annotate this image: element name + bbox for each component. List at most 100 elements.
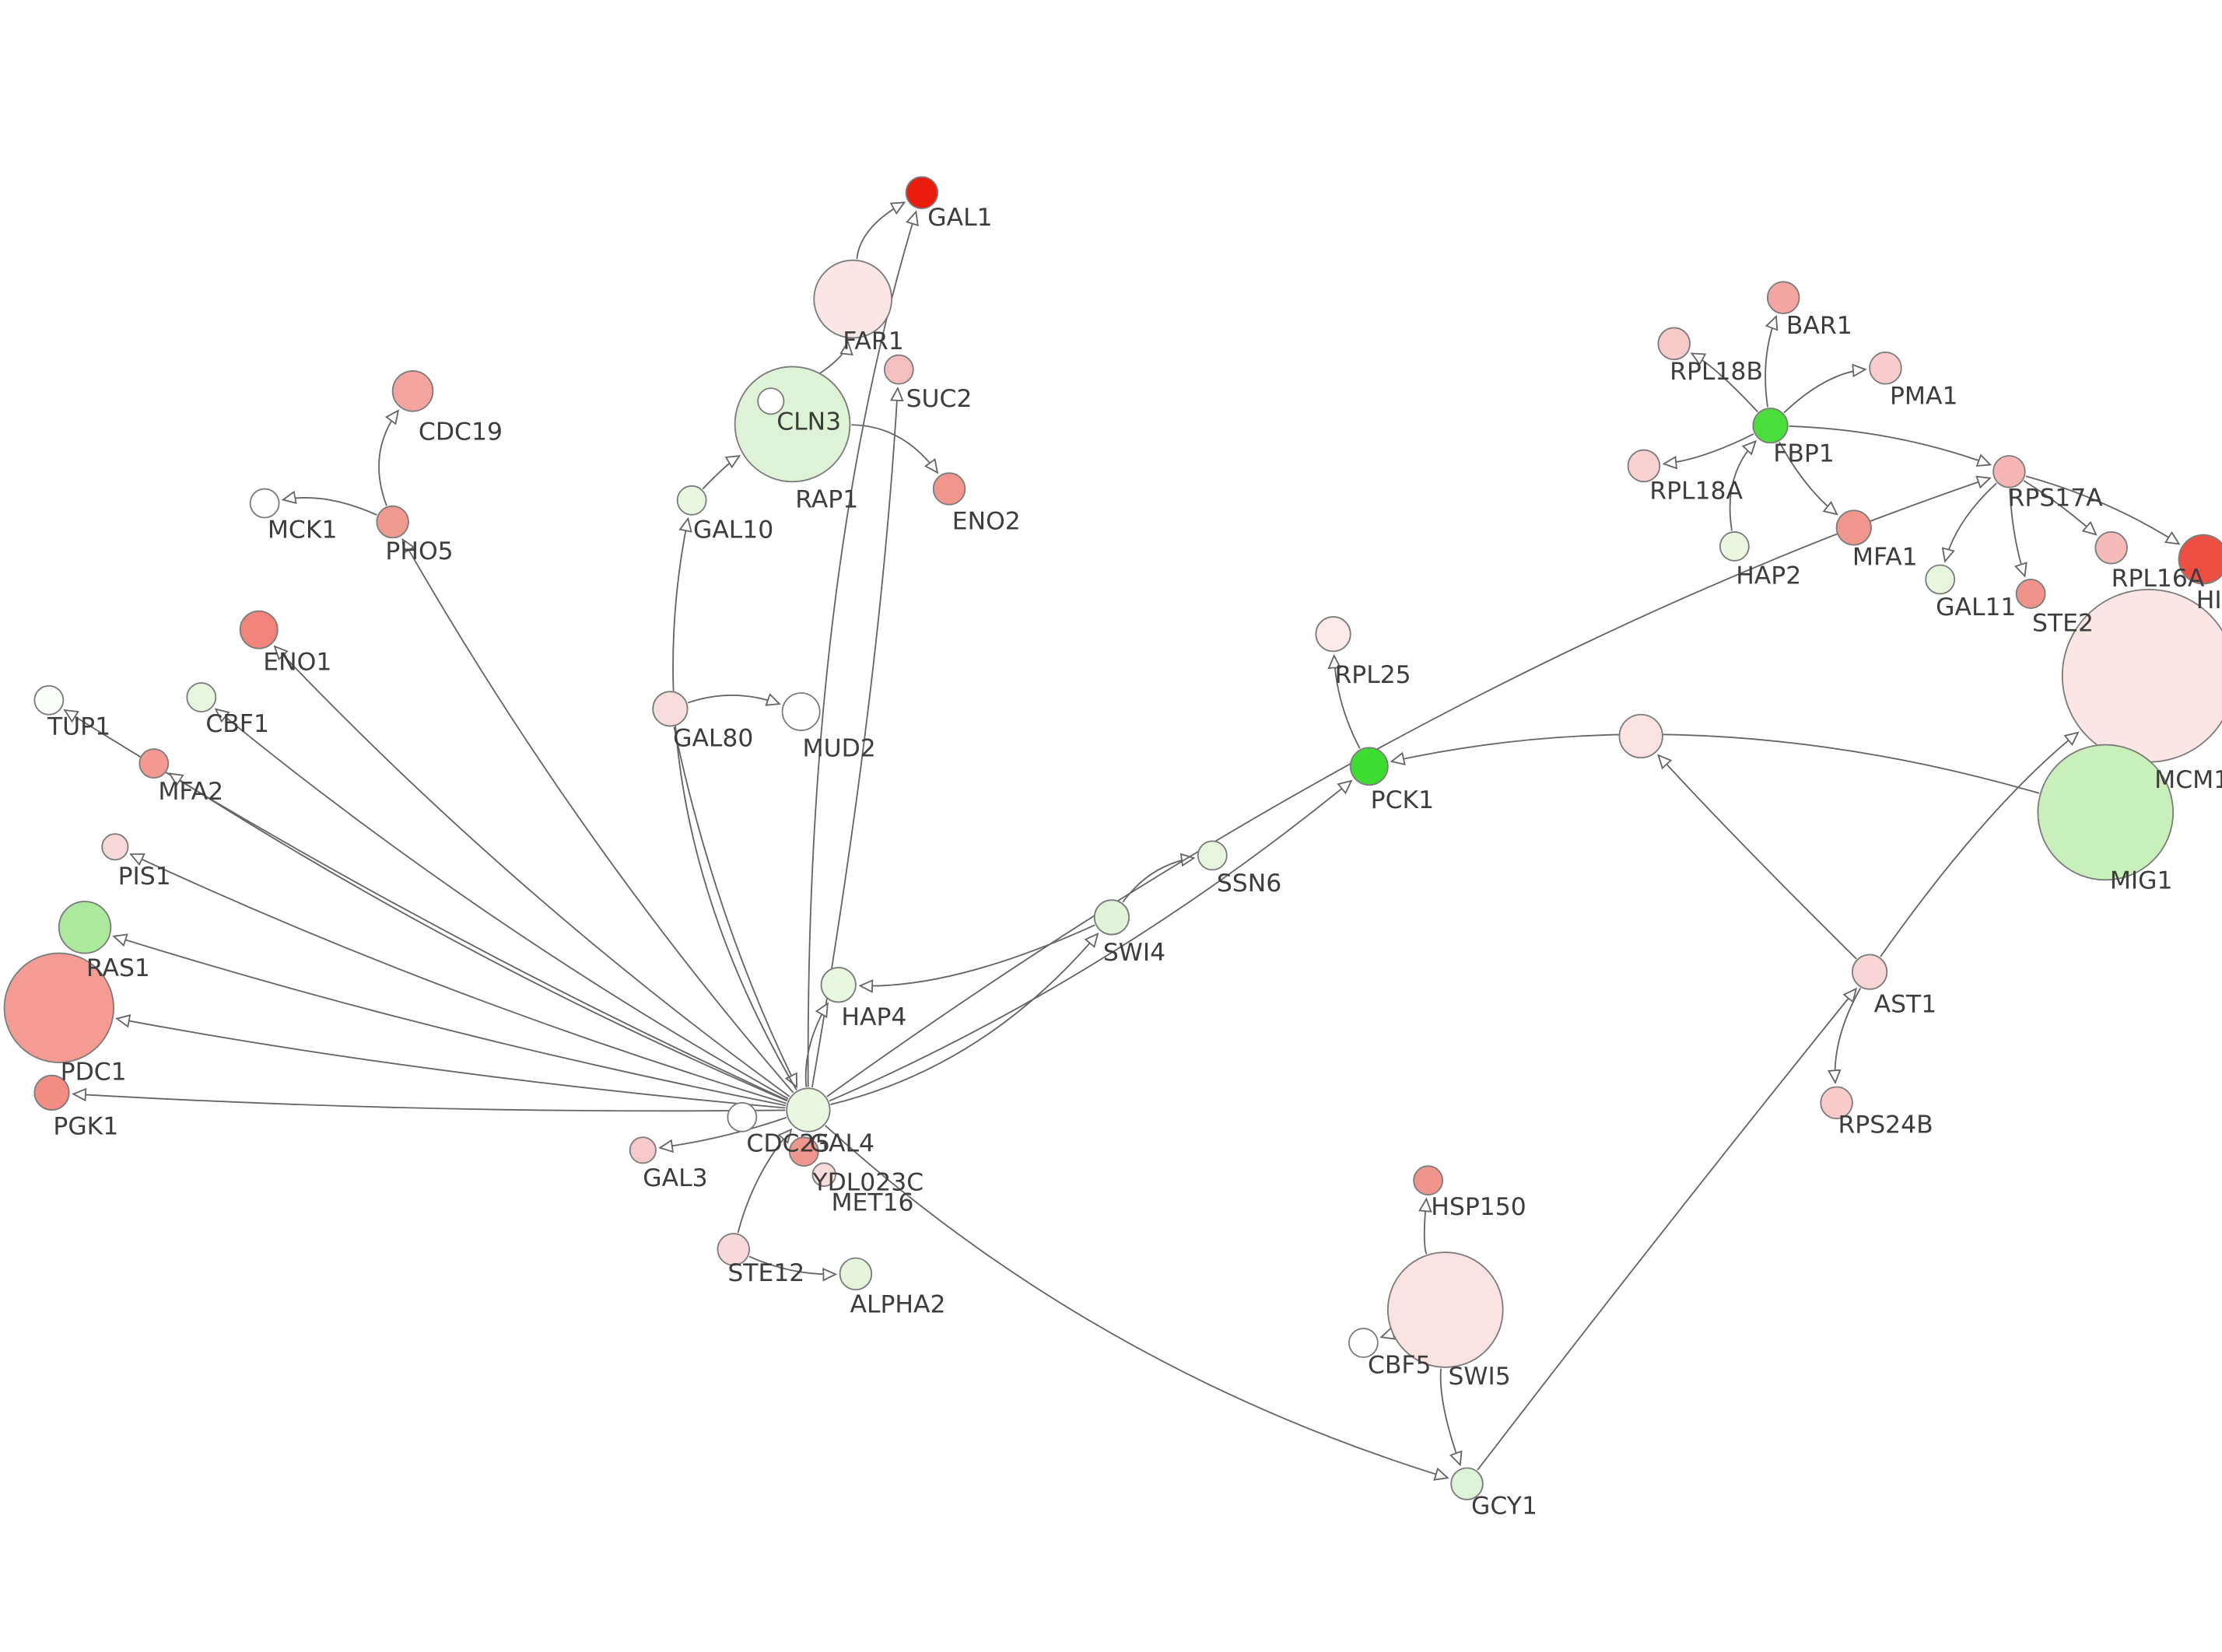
node-RPL18A[interactable] — [1627, 449, 1661, 483]
edge-GAL10-RAP1[interactable] — [702, 456, 739, 490]
edge-PCK1-RPL25[interactable] — [1334, 656, 1361, 749]
edge-RPS17A-STE2[interactable] — [2009, 488, 2024, 576]
node-TUP1[interactable] — [33, 684, 65, 716]
node-RPS24B[interactable] — [1820, 1086, 1853, 1120]
edge-GAL4-MFA2[interactable] — [170, 774, 788, 1102]
node-MET16[interactable] — [811, 1162, 836, 1187]
node-PHO5[interactable] — [376, 505, 409, 539]
node-GCY1[interactable] — [1450, 1467, 1484, 1500]
node-BAR1[interactable] — [1766, 281, 1800, 314]
edge-RAP1-ENO2[interactable] — [851, 424, 938, 472]
edge-PHO5-CDC19[interactable] — [378, 411, 398, 506]
edge-GAL80-GAL4[interactable] — [673, 726, 797, 1087]
edge-STE12-ALPHA2[interactable] — [748, 1255, 836, 1274]
node-RAS1[interactable] — [58, 901, 112, 954]
node-CDC19[interactable] — [391, 370, 434, 412]
edge-SWI5-HSP150[interactable] — [1425, 1199, 1427, 1255]
node-ALPHA2[interactable] — [839, 1257, 873, 1291]
edge-AST1-N53[interactable] — [1659, 755, 1857, 960]
node-SUC2[interactable] — [883, 354, 914, 385]
edge-SWI4-HAP4[interactable] — [860, 924, 1095, 985]
node-CBF1[interactable] — [186, 682, 217, 712]
node-MFA2[interactable] — [138, 748, 170, 779]
node-HAP4[interactable] — [820, 967, 857, 1003]
node-STE2[interactable] — [2015, 579, 2046, 609]
edge-SWI5-CBF5[interactable] — [1381, 1334, 1394, 1338]
node-CLN3[interactable] — [757, 387, 785, 415]
node-N53[interactable] — [1618, 713, 1663, 759]
node-MUD2[interactable] — [781, 692, 821, 731]
edge-GAL4-PHO5[interactable] — [403, 540, 794, 1094]
edge-GAL4-TUP1[interactable] — [65, 710, 788, 1101]
edge-SWI4-SSN6[interactable] — [1122, 858, 1193, 903]
node-ENO2[interactable] — [932, 472, 966, 506]
node-HAP2[interactable] — [1719, 531, 1750, 562]
node-AST1[interactable] — [1852, 954, 1888, 990]
node-GAL1[interactable] — [905, 176, 939, 209]
edge-GAL4-SWI4[interactable] — [830, 934, 1098, 1105]
node-RPL18B[interactable] — [1657, 327, 1691, 361]
edge-AST1-RPS24B[interactable] — [1835, 988, 1862, 1083]
node-FBP1[interactable] — [1752, 408, 1789, 444]
node-GAL11[interactable] — [1925, 564, 1956, 595]
node-RPS17A[interactable] — [1992, 455, 2026, 488]
edge-GAL4-GAL3[interactable] — [660, 1116, 787, 1148]
edge-GAL80-MUD2[interactable] — [687, 695, 780, 704]
edge-FBP1-RPL18A[interactable] — [1664, 433, 1754, 464]
node-PDC1[interactable] — [3, 952, 114, 1064]
edge-HAP2-FBP1[interactable] — [1729, 441, 1756, 531]
edge-FBP1-RPL18B[interactable] — [1691, 353, 1758, 413]
node-MCK1[interactable] — [249, 488, 280, 519]
edge-MIG1-PCK1[interactable] — [1392, 733, 2040, 794]
edge-AST1-MCM1[interactable] — [1880, 733, 2078, 957]
edge-FBP1-BAR1[interactable] — [1765, 317, 1776, 408]
edge-RPS17A-RPL16A[interactable] — [2023, 480, 2096, 534]
edge-GAL4-GCY1[interactable] — [825, 1125, 1448, 1478]
node-ENO1[interactable] — [239, 610, 279, 649]
edge-GAL4-PGK1[interactable] — [73, 1094, 786, 1112]
edge-GAL4-GAL10[interactable] — [672, 519, 797, 1091]
edge-GCY1-AST1[interactable] — [1477, 989, 1856, 1471]
edge-GAL4-PIS1[interactable] — [131, 854, 787, 1104]
node-GAL80[interactable] — [652, 691, 689, 727]
node-HIS4[interactable] — [2178, 534, 2222, 585]
edge-GAL4-CBF1[interactable] — [216, 709, 789, 1100]
node-PGK1[interactable] — [33, 1074, 70, 1111]
edge-RPS17A-GAL11[interactable] — [1945, 482, 1997, 561]
node-GAL3[interactable] — [629, 1136, 657, 1164]
edge-GAL4-PDC1[interactable] — [117, 1019, 786, 1109]
edge-RPS17A-HIS4[interactable] — [2025, 475, 2179, 544]
node-SWI4[interactable] — [1093, 899, 1130, 936]
edge-GAL4-HAP4[interactable] — [804, 1003, 828, 1087]
edge-GAL4-RAS1[interactable] — [114, 936, 787, 1107]
edge-GAL4-GAL1[interactable] — [807, 212, 916, 1087]
edge-FAR1-GAL1[interactable] — [856, 202, 904, 260]
edge-GAL4-ENO1[interactable] — [275, 646, 790, 1097]
edge-SWI5-GCY1[interactable] — [1439, 1368, 1460, 1465]
node-GAL10[interactable] — [676, 485, 707, 516]
node-GAL4[interactable] — [786, 1087, 831, 1132]
node-MFA1[interactable] — [1835, 509, 1872, 546]
node-SSN6[interactable] — [1197, 840, 1228, 871]
edge-PHO5-MCK1[interactable] — [283, 498, 377, 516]
node-STE12[interactable] — [717, 1233, 751, 1266]
node-MIG1[interactable] — [2037, 744, 2175, 881]
edge-FBP1-RPS17A[interactable] — [1789, 425, 1991, 465]
node-HSP150[interactable] — [1413, 1165, 1444, 1196]
node-CBF5[interactable] — [1348, 1328, 1379, 1358]
edge-STE12-GAL4[interactable] — [737, 1129, 791, 1234]
edge-FBP1-MFA1[interactable] — [1779, 441, 1837, 514]
node-FAR1[interactable] — [813, 259, 893, 339]
node-YDL023C[interactable] — [788, 1136, 819, 1167]
edge-GAL4-RPS17A[interactable] — [826, 478, 1990, 1097]
node-CDC25[interactable] — [727, 1101, 758, 1132]
edge-GAL4-PCK1[interactable] — [829, 781, 1351, 1102]
node-SWI5[interactable] — [1386, 1251, 1504, 1368]
node-RPL25[interactable] — [1315, 616, 1351, 653]
node-PIS1[interactable] — [101, 833, 129, 861]
node-PCK1[interactable] — [1349, 747, 1389, 786]
node-RPL16A[interactable] — [2094, 531, 2128, 565]
edge-FBP1-PMA1[interactable] — [1783, 369, 1866, 414]
